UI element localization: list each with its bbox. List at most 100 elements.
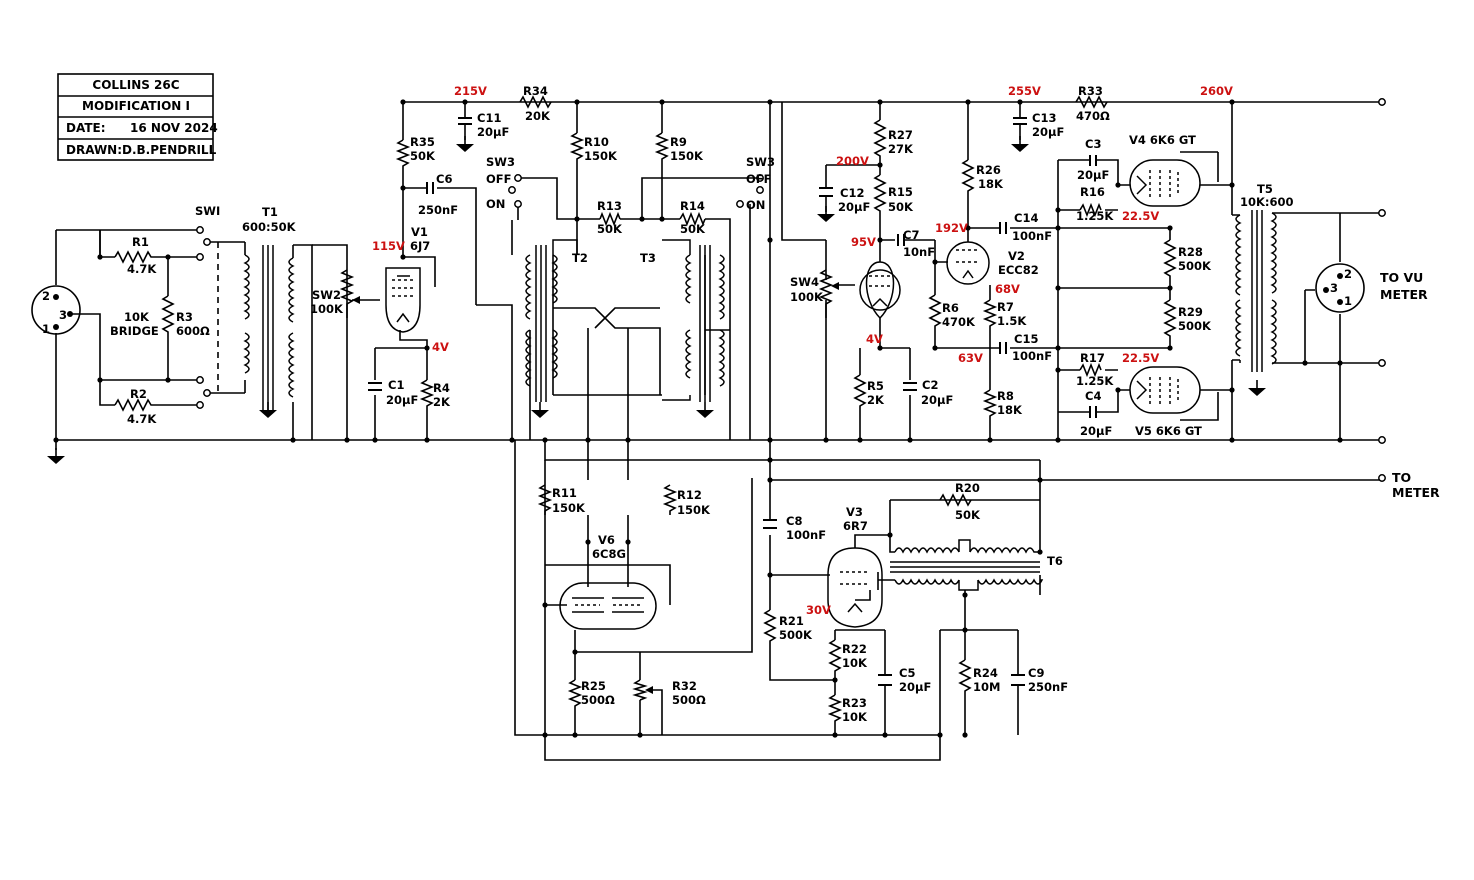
c14-label: C14	[1014, 211, 1038, 225]
r24-label: R24	[973, 666, 998, 680]
output-pin-2: 2	[1344, 267, 1352, 281]
r28-value: 500K	[1178, 259, 1212, 273]
tube-sw4-triode	[859, 261, 901, 320]
tube-v2	[946, 241, 990, 285]
c3-label: C3	[1085, 137, 1101, 151]
c13-value: 20μF	[1032, 125, 1064, 139]
r15-label: R15	[888, 185, 913, 199]
output-connector: 2 3 1	[1315, 263, 1365, 313]
r4-value: 2K	[433, 395, 451, 409]
r7-value: 1.5K	[997, 314, 1027, 328]
bridge-label-2: BRIDGE	[110, 324, 159, 338]
v6-label: V6	[598, 533, 615, 547]
c15-value: 100nF	[1012, 349, 1052, 363]
voltage-255v: 255V	[1008, 84, 1041, 98]
r26-label: R26	[976, 163, 1001, 177]
r15-value: 50K	[888, 200, 914, 214]
r34-label: R34	[523, 84, 548, 98]
r4-label: R4	[433, 381, 450, 395]
r34-value: 20K	[525, 109, 551, 123]
r16-value: 1.25K	[1076, 209, 1114, 223]
t5-label: T5	[1257, 182, 1273, 196]
c9-label: C9	[1028, 666, 1044, 680]
capacitor-symbols	[368, 117, 1097, 686]
output-pin-1: 1	[1344, 294, 1352, 308]
sw4-label: SW4	[790, 275, 819, 289]
v5-label: V5 6K6 GT	[1135, 424, 1202, 438]
c11-label: C11	[477, 111, 501, 125]
r26-value: 18K	[978, 177, 1004, 191]
output-pin-3: 3	[1330, 281, 1338, 295]
r10-label: R10	[584, 135, 609, 149]
input-pin-3: 3	[59, 308, 67, 322]
pot-wipers	[352, 282, 839, 694]
r35-value: 50K	[410, 149, 436, 163]
sw3a-off: OFF	[486, 172, 512, 186]
c9-value: 250nF	[1028, 680, 1068, 694]
r28-label: R28	[1178, 245, 1203, 259]
junction-dots	[53, 99, 1343, 738]
r1-value: 4.7K	[127, 262, 157, 276]
r9-label: R9	[670, 135, 687, 149]
r22-value: 10K	[842, 656, 868, 670]
voltage-triode-cathode: 4V	[866, 332, 883, 346]
r16-label: R16	[1080, 185, 1105, 199]
c15-label: C15	[1014, 332, 1038, 346]
r8-label: R8	[997, 389, 1014, 403]
r27-label: R27	[888, 128, 913, 142]
c4-label: C4	[1085, 389, 1101, 403]
v1-type: 6J7	[410, 239, 430, 253]
v3-type: 6R7	[843, 519, 868, 533]
labels: SWI SW2 100K SW3 OFF ON SW3 OFF ON SW4 1…	[110, 133, 1294, 568]
drawn-value: D.B.PENDRILL	[122, 143, 217, 157]
voltage-v2-grid: 63V	[958, 351, 983, 365]
title-text: COLLINS 26C	[92, 78, 179, 92]
r14-label: R14	[680, 199, 705, 213]
transformer-t3	[662, 239, 725, 402]
v4-label: V4 6K6 GT	[1129, 133, 1196, 147]
date-value: 16 NOV 2024	[130, 121, 218, 135]
sw1-label: SWI	[195, 204, 220, 218]
transformer-t6	[890, 539, 1044, 591]
tube-v6	[559, 582, 657, 630]
r24-value: 10M	[973, 680, 1000, 694]
t1-ratio: 600:50K	[242, 220, 297, 234]
c5-or-c4-value: 20μF	[1080, 424, 1112, 438]
r3-value: 600Ω	[176, 324, 210, 338]
transformer-t1	[243, 245, 295, 410]
voltage-labels: 215V 255V 260V 200V 115V 4V 192V 68V 63V…	[372, 84, 1233, 617]
r11-label: R11	[552, 486, 577, 500]
tube-v1	[385, 267, 421, 333]
r5-label: R5	[867, 379, 884, 393]
r11-value: 150K	[552, 501, 586, 515]
c8-label: C8	[786, 514, 802, 528]
v2-type: ECC82	[998, 263, 1039, 277]
r23-label: R23	[842, 696, 867, 710]
r27-value: 27K	[888, 142, 914, 156]
voltage-215v: 215V	[454, 84, 487, 98]
vu-meter-label-2: METER	[1380, 287, 1428, 302]
tube-v5	[1129, 366, 1201, 414]
r8-value: 18K	[997, 403, 1023, 417]
capacitor-labels: C1 20μF C2 20μF C3 20μF C4 20μF C5 20μF …	[386, 111, 1112, 694]
r10-value: 150K	[584, 149, 618, 163]
sw3a-on: ON	[486, 197, 505, 211]
voltage-v1-cathode: 4V	[432, 340, 449, 354]
r33-value: 470Ω	[1076, 109, 1110, 123]
voltage-triode-plate: 95V	[851, 235, 876, 249]
t6-label: T6	[1047, 554, 1063, 568]
voltage-v4-cathode: 22.5V	[1122, 209, 1159, 223]
c7-value: 10nF	[903, 245, 935, 259]
r6-value: 470K	[942, 315, 976, 329]
t5-ratio: 10K:600	[1240, 195, 1294, 209]
resistor-labels: R1 4.7K R2 4.7K R3 600Ω R4 2K R5 2K R6 4…	[127, 84, 1212, 724]
r13-value: 50K	[597, 222, 623, 236]
vu-meter-label-1: TO VU	[1380, 270, 1423, 285]
r7-label: R7	[997, 300, 1014, 314]
r32-label: R32	[672, 679, 697, 693]
input-pin-2: 2	[42, 289, 50, 303]
t1-label: T1	[262, 205, 278, 219]
r23-value: 10K	[842, 710, 868, 724]
v2-label: V2	[1008, 249, 1025, 263]
c6-label: C6	[436, 172, 452, 186]
